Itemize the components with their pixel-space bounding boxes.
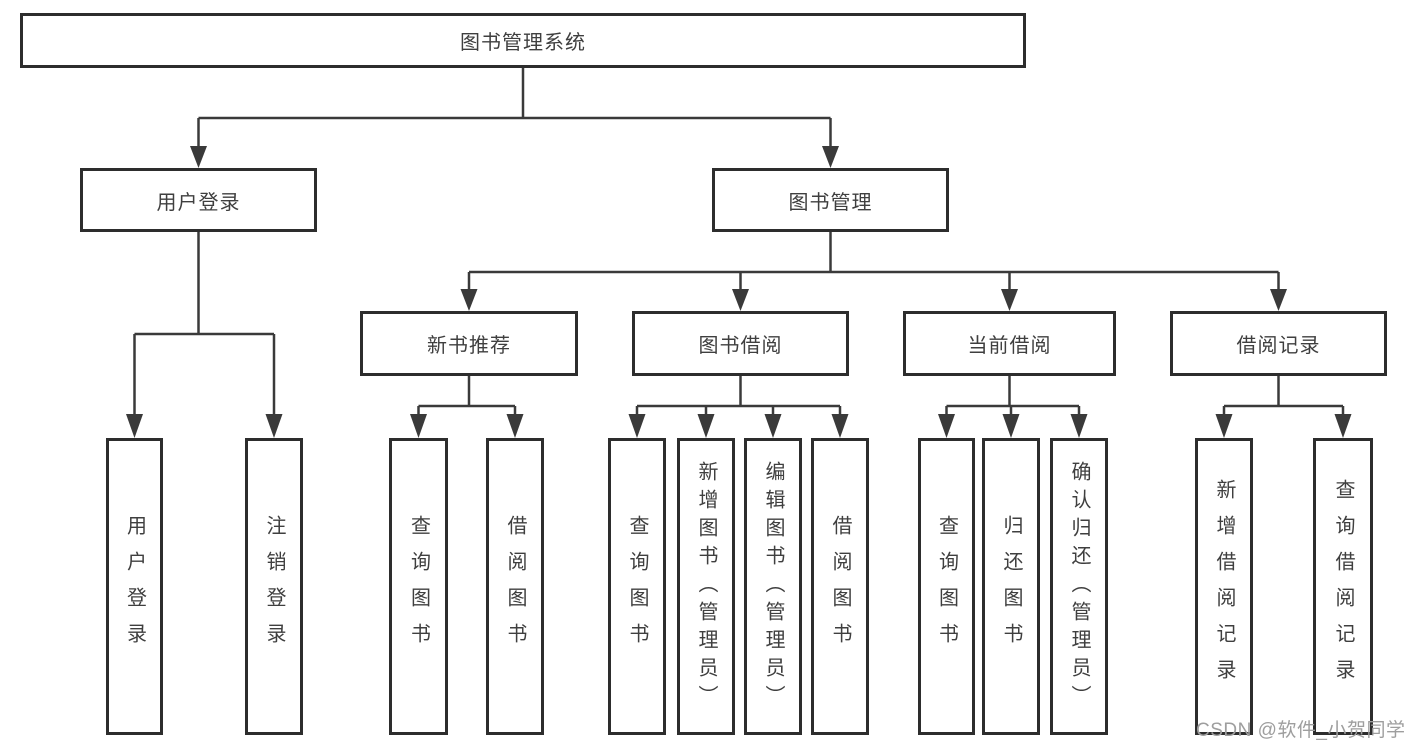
node-new-book-recommend: 新书推荐 — [360, 311, 578, 376]
leaf-label: 借阅图书 — [504, 514, 526, 659]
arrowheads — [126, 146, 1352, 438]
leaf-label: 查询图书 — [407, 514, 430, 659]
node-current-borrow: 当前借阅 — [903, 311, 1116, 376]
leaf-query-borrow-record: 查询借阅记录 — [1313, 438, 1373, 735]
leaf-confirm-return-admin: 确认归还（管理员） — [1050, 438, 1108, 735]
leaf-edit-book-admin: 编辑图书（管理员） — [744, 438, 802, 735]
node-book-management: 图书管理 — [712, 168, 949, 232]
csdn-watermark: CSDN @软件_小贺同学 — [1196, 720, 1405, 741]
node-user-login: 用户登录 — [80, 168, 317, 232]
node-book-borrow: 图书借阅 — [632, 311, 849, 376]
leaf-label: 注销登录 — [263, 514, 285, 659]
leaf-return-book: 归还图书 — [982, 438, 1040, 735]
leaf-query-book-borrow: 查询图书 — [608, 438, 666, 735]
leaf-user-login: 用户登录 — [106, 438, 163, 735]
leaf-label: 查询图书 — [626, 514, 648, 659]
leaf-label: 新增借阅记录 — [1213, 478, 1235, 695]
leaf-add-book-admin: 新增图书（管理员） — [677, 438, 735, 735]
leaf-label: 归还图书 — [1000, 514, 1022, 659]
leaf-label: 查询图书 — [935, 514, 958, 659]
leaf-add-borrow-record: 新增借阅记录 — [1195, 438, 1253, 735]
leaf-label: 编辑图书（管理员） — [762, 460, 784, 713]
leaf-label: 新增图书（管理员） — [695, 460, 717, 713]
node-root-system: 图书管理系统 — [20, 13, 1026, 68]
leaf-label: 用户登录 — [123, 514, 146, 659]
leaf-logout: 注销登录 — [245, 438, 303, 735]
leaf-label: 查询借阅记录 — [1332, 478, 1354, 695]
leaf-query-book-current: 查询图书 — [918, 438, 975, 735]
node-borrow-records: 借阅记录 — [1170, 311, 1387, 376]
leaf-borrow-book: 借阅图书 — [811, 438, 869, 735]
leaf-label: 确认归还（管理员） — [1068, 460, 1090, 713]
leaf-label: 借阅图书 — [829, 514, 851, 659]
leaf-query-book-recommend: 查询图书 — [389, 438, 448, 735]
leaf-borrow-book-recommend: 借阅图书 — [486, 438, 544, 735]
